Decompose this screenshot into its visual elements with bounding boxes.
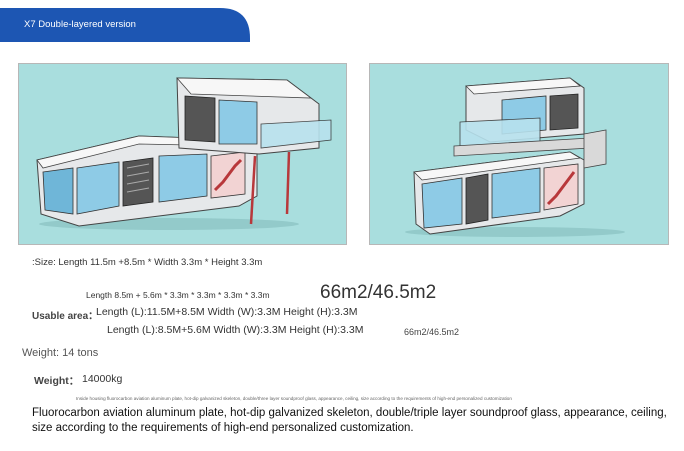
area-small-text: 66m2/46.5m2 xyxy=(404,327,460,337)
size-text: :Size: Length 11.5m +8.5m * Width 3.3m *… xyxy=(32,257,263,268)
usable-area-label: Usable area： xyxy=(32,311,99,322)
double-layer-cabin-side-view-icon xyxy=(19,64,346,244)
description-text: Fluorocarbon aviation aluminum plate, ho… xyxy=(32,407,667,434)
weight-label: Weight： xyxy=(34,375,80,387)
cabin-front-view-image xyxy=(369,63,669,245)
weight-value: 14000kg xyxy=(82,373,123,385)
double-layer-cabin-front-view-icon xyxy=(370,64,668,244)
header-banner: X7 Double-layered version xyxy=(0,0,250,42)
banner-shape xyxy=(0,8,250,42)
page-title: X7 Double-layered version xyxy=(24,19,136,30)
usable-area-line-1: Length (L):11.5M+8.5M Width (W):3.3M Hei… xyxy=(96,306,358,318)
weight-tons-text: Weight: 14 tons xyxy=(22,347,99,359)
cabin-side-view-image xyxy=(18,63,347,245)
area-large-text: 66m2/46.5m2 xyxy=(320,282,437,303)
tiny-note-text: Inside housing fluorocarbon aviation alu… xyxy=(76,396,512,401)
length-text: Length 8.5m + 5.6m * 3.3m * 3.3m * 3.3m … xyxy=(86,290,270,300)
usable-area-line-2: Length (L):8.5M+5.6M Width (W):3.3M Heig… xyxy=(107,324,364,336)
